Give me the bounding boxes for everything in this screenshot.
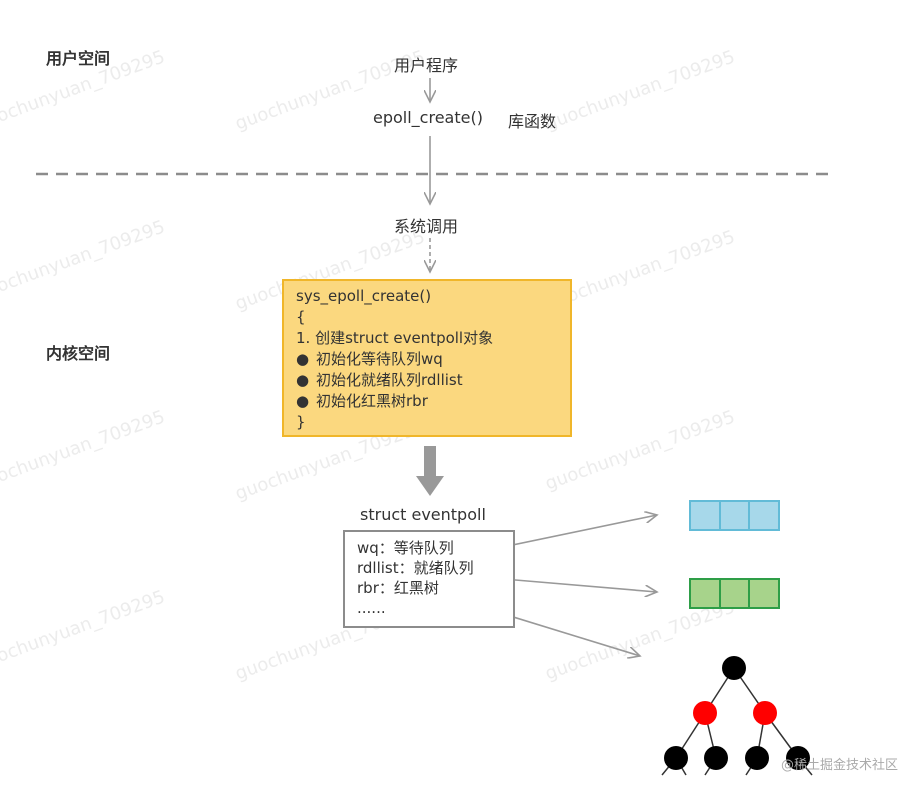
- queue-cell: [718, 502, 749, 529]
- library-function-label: 库函数: [508, 112, 557, 131]
- queue-cell: [718, 580, 749, 607]
- queue-cell: [748, 580, 778, 607]
- sys-box-line: ●初始化就绪队列rdllist: [296, 371, 463, 389]
- bullet-icon: ●: [296, 350, 310, 368]
- epoll-create-label: epoll_create(): [373, 108, 483, 127]
- sys-box-line: 1. 创建struct eventpoll对象: [296, 329, 494, 347]
- tree-node-black: [664, 746, 688, 770]
- thick-down-arrow: [416, 446, 444, 496]
- eventpoll-field-rdllist: rdllist：就绪队列: [357, 559, 474, 577]
- kernel-space-label: 内核空间: [46, 344, 111, 363]
- sys-box-line: ●初始化红黑树rbr: [296, 392, 428, 410]
- sys-box-line: {: [296, 308, 306, 326]
- eventpoll-field-more: ......: [357, 599, 386, 617]
- ready-queue: [689, 578, 780, 609]
- tree-node-black: [745, 746, 769, 770]
- sys-box-line: sys_epoll_create(): [296, 287, 432, 305]
- user-program-label: 用户程序: [394, 56, 459, 75]
- bullet-icon: ●: [296, 392, 310, 410]
- arrow-wq-to-queue: [492, 515, 657, 550]
- user-space-label: 用户空间: [46, 49, 111, 68]
- queue-cell: [691, 502, 719, 529]
- system-call-label: 系统调用: [394, 217, 459, 236]
- eventpoll-field-rbr: rbr：红黑树: [357, 579, 439, 597]
- eventpoll-field-wq: wq：等待队列: [357, 539, 454, 557]
- wait-queue: [689, 500, 780, 531]
- tree-node-red: [693, 701, 717, 725]
- tree-node-black: [722, 656, 746, 680]
- tree-node-black: [704, 746, 728, 770]
- tree-node-black: [786, 746, 810, 770]
- queue-cell: [691, 580, 719, 607]
- sys-box-line: }: [296, 413, 306, 431]
- credit-watermark: @稀土掘金技术社区: [780, 758, 898, 773]
- tree-node-red: [753, 701, 777, 725]
- eventpoll-box: wq：等待队列 rdllist：就绪队列 rbr：红黑树 ......: [343, 530, 515, 628]
- sys-epoll-create-box: sys_epoll_create() { 1. 创建struct eventpo…: [282, 279, 572, 437]
- sys-box-line: ●初始化等待队列wq: [296, 350, 443, 368]
- eventpoll-title: struct eventpoll: [360, 505, 486, 524]
- bullet-icon: ●: [296, 371, 310, 389]
- queue-cell: [748, 502, 778, 529]
